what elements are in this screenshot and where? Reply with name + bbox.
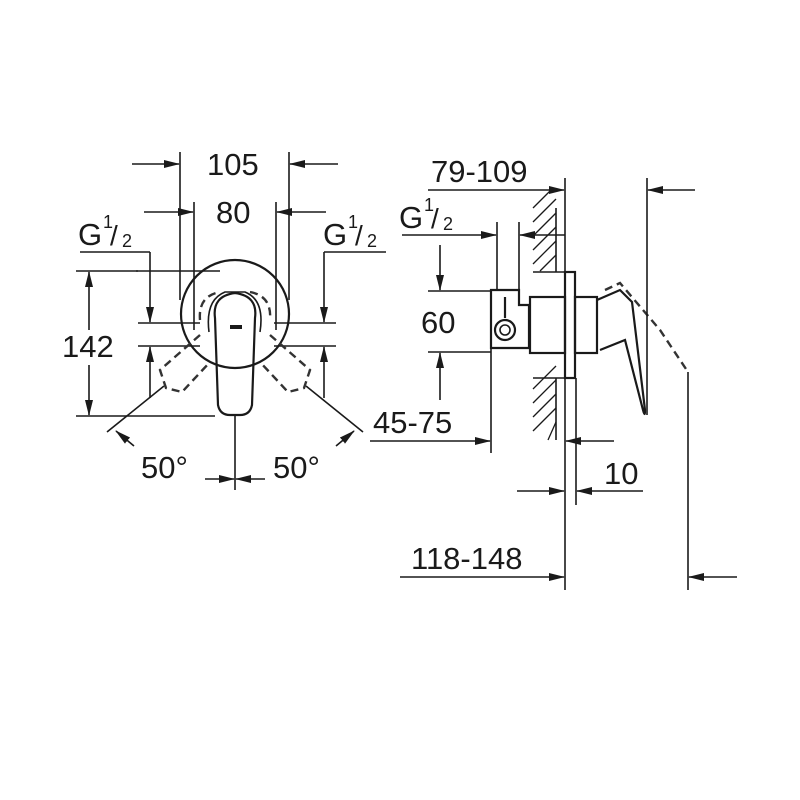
thread-left-prefix: G (78, 217, 102, 252)
thread-left-num: 1 (103, 212, 113, 232)
side-view: 79-109 G 1 / 2 60 45-75 10 118-148 (370, 154, 737, 590)
thread-left-den: 2 (122, 231, 132, 251)
svg-text:/: / (110, 220, 118, 251)
thread-side-den: 2 (443, 214, 453, 234)
dim-height-142: 142 (62, 329, 114, 364)
thread-right-prefix: G (323, 217, 347, 252)
dim-width-105: 105 (207, 147, 259, 182)
dim-pipe-spacing-60: 60 (421, 305, 455, 340)
dim-width-80: 80 (216, 195, 250, 230)
angle-left: 50° (141, 450, 188, 485)
dim-total-118-148: 118-148 (411, 541, 522, 576)
thread-side-prefix: G (399, 200, 423, 235)
thread-side-num: 1 (424, 195, 434, 215)
svg-text:/: / (431, 203, 439, 234)
dim-body-45-75: 45-75 (373, 405, 452, 440)
dim-plate-10: 10 (604, 456, 638, 491)
angle-right: 50° (273, 450, 320, 485)
thread-right-den: 2 (367, 231, 377, 251)
svg-text:/: / (355, 220, 363, 251)
thread-right-num: 1 (348, 212, 358, 232)
dim-depth-79-109: 79-109 (431, 154, 528, 189)
front-view: 105 80 G 1 / 2 G 1 / 2 142 50° 50° (62, 147, 386, 490)
